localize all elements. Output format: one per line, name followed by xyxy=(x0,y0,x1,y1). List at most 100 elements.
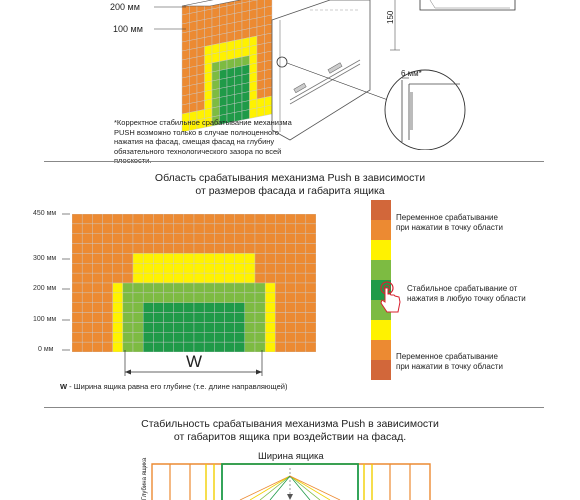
facade-cell xyxy=(256,79,265,91)
grid-cell xyxy=(244,272,256,284)
grid-cell xyxy=(275,263,286,274)
grid-cell xyxy=(81,302,93,313)
grid-cell xyxy=(132,243,144,254)
facade-top xyxy=(181,0,242,7)
grid-cell xyxy=(122,223,134,234)
grid-cell xyxy=(295,214,307,225)
legend-stable-line1: Стабильное срабатывание от xyxy=(407,284,518,293)
grid-cell xyxy=(275,243,286,254)
grid-cell xyxy=(214,312,225,323)
grid-cell xyxy=(153,292,164,303)
facade-cell xyxy=(219,104,228,116)
grid-cell xyxy=(132,214,144,225)
grid-cell xyxy=(234,263,246,274)
facade-cell xyxy=(219,95,228,107)
grid-cell xyxy=(122,312,134,323)
grid-cell xyxy=(214,322,225,333)
section3-title-line1: Стабильность срабатывания механизма Push… xyxy=(141,418,439,430)
grid-cell xyxy=(132,302,144,313)
facade-cell xyxy=(249,53,258,65)
grid-cell xyxy=(214,233,225,244)
grid-cell xyxy=(72,322,83,333)
grid-cell xyxy=(153,322,164,333)
grid-cell xyxy=(72,233,83,244)
legend-variable-top-line2: при нажатии в точку области xyxy=(396,223,504,232)
facade-cell xyxy=(189,38,198,50)
grid-cell xyxy=(81,282,93,294)
facade-cell xyxy=(234,56,243,68)
grid-cell xyxy=(81,253,93,264)
grid-cell xyxy=(214,332,225,343)
facade-cell xyxy=(226,13,235,25)
grid-cell xyxy=(203,282,215,294)
facade-cell xyxy=(196,46,205,58)
grid-cell xyxy=(72,341,83,352)
grid-cell xyxy=(244,223,256,234)
grid-cell xyxy=(295,302,307,313)
grid-cell xyxy=(275,272,286,284)
grid-cell xyxy=(234,312,246,323)
grid-cell xyxy=(264,253,276,264)
grid-cell xyxy=(112,263,124,274)
grid-cell xyxy=(264,263,276,274)
grid-cell xyxy=(193,292,205,303)
grid-cell xyxy=(72,223,83,234)
grid-cell xyxy=(173,243,185,254)
width-label: W xyxy=(186,352,203,371)
facade-cell xyxy=(204,35,213,47)
legend-variable-top: Переменное срабатывание при нажатии в то… xyxy=(396,213,503,233)
grid-cell xyxy=(244,302,256,313)
label-leaders xyxy=(154,6,186,30)
facade-cell xyxy=(249,62,258,74)
grid-cell xyxy=(183,253,195,264)
facade-cell xyxy=(234,29,243,41)
facade-cell xyxy=(234,101,243,113)
grid-cell xyxy=(81,322,93,333)
grid-cell xyxy=(193,282,205,294)
grid-cell xyxy=(92,214,103,225)
grid-cell xyxy=(305,223,316,234)
grid-cell xyxy=(102,332,113,343)
grid-cell xyxy=(122,233,134,244)
grid-cell xyxy=(122,322,134,333)
grid-cell xyxy=(163,263,174,274)
facade-cell xyxy=(241,19,250,31)
grid-cell xyxy=(234,292,246,303)
grid-cell xyxy=(163,253,174,264)
grid-cell xyxy=(244,292,256,303)
grid-cell xyxy=(285,272,296,284)
grid-cell xyxy=(224,282,235,294)
facade-cell xyxy=(226,22,235,34)
facade-cell xyxy=(226,58,235,70)
grid-cell xyxy=(81,332,93,343)
grid-cell xyxy=(275,302,286,313)
facade-cell xyxy=(189,47,198,59)
grid-cell xyxy=(275,332,286,343)
grid-cell xyxy=(254,214,266,225)
grid-cell xyxy=(275,322,286,333)
facade-cell xyxy=(181,40,190,52)
grid-cell xyxy=(183,214,195,225)
grid-cell xyxy=(173,253,185,264)
grid-cell xyxy=(295,322,307,333)
grid-cell xyxy=(81,341,93,352)
grid-cell xyxy=(264,272,276,284)
facade-cell xyxy=(211,34,220,46)
grid-cell xyxy=(224,214,235,225)
grid-cell xyxy=(112,322,124,333)
facade-cell xyxy=(211,52,220,64)
box-width-label: Ширина ящика xyxy=(258,451,324,462)
facade-cell xyxy=(219,59,228,71)
grid-cell xyxy=(224,223,235,234)
grid-cell xyxy=(72,292,83,303)
grid-cell xyxy=(163,302,174,313)
grid-cell xyxy=(183,233,195,244)
facade-cell xyxy=(241,82,250,94)
facade-cell xyxy=(204,62,213,74)
footnote: *Корректное стабильное срабатывание меха… xyxy=(114,118,292,165)
grid-cell xyxy=(142,233,154,244)
grid-cell xyxy=(305,332,316,343)
grid-cell xyxy=(132,312,144,323)
facade-cell xyxy=(226,31,235,43)
facade-cell xyxy=(219,23,228,35)
